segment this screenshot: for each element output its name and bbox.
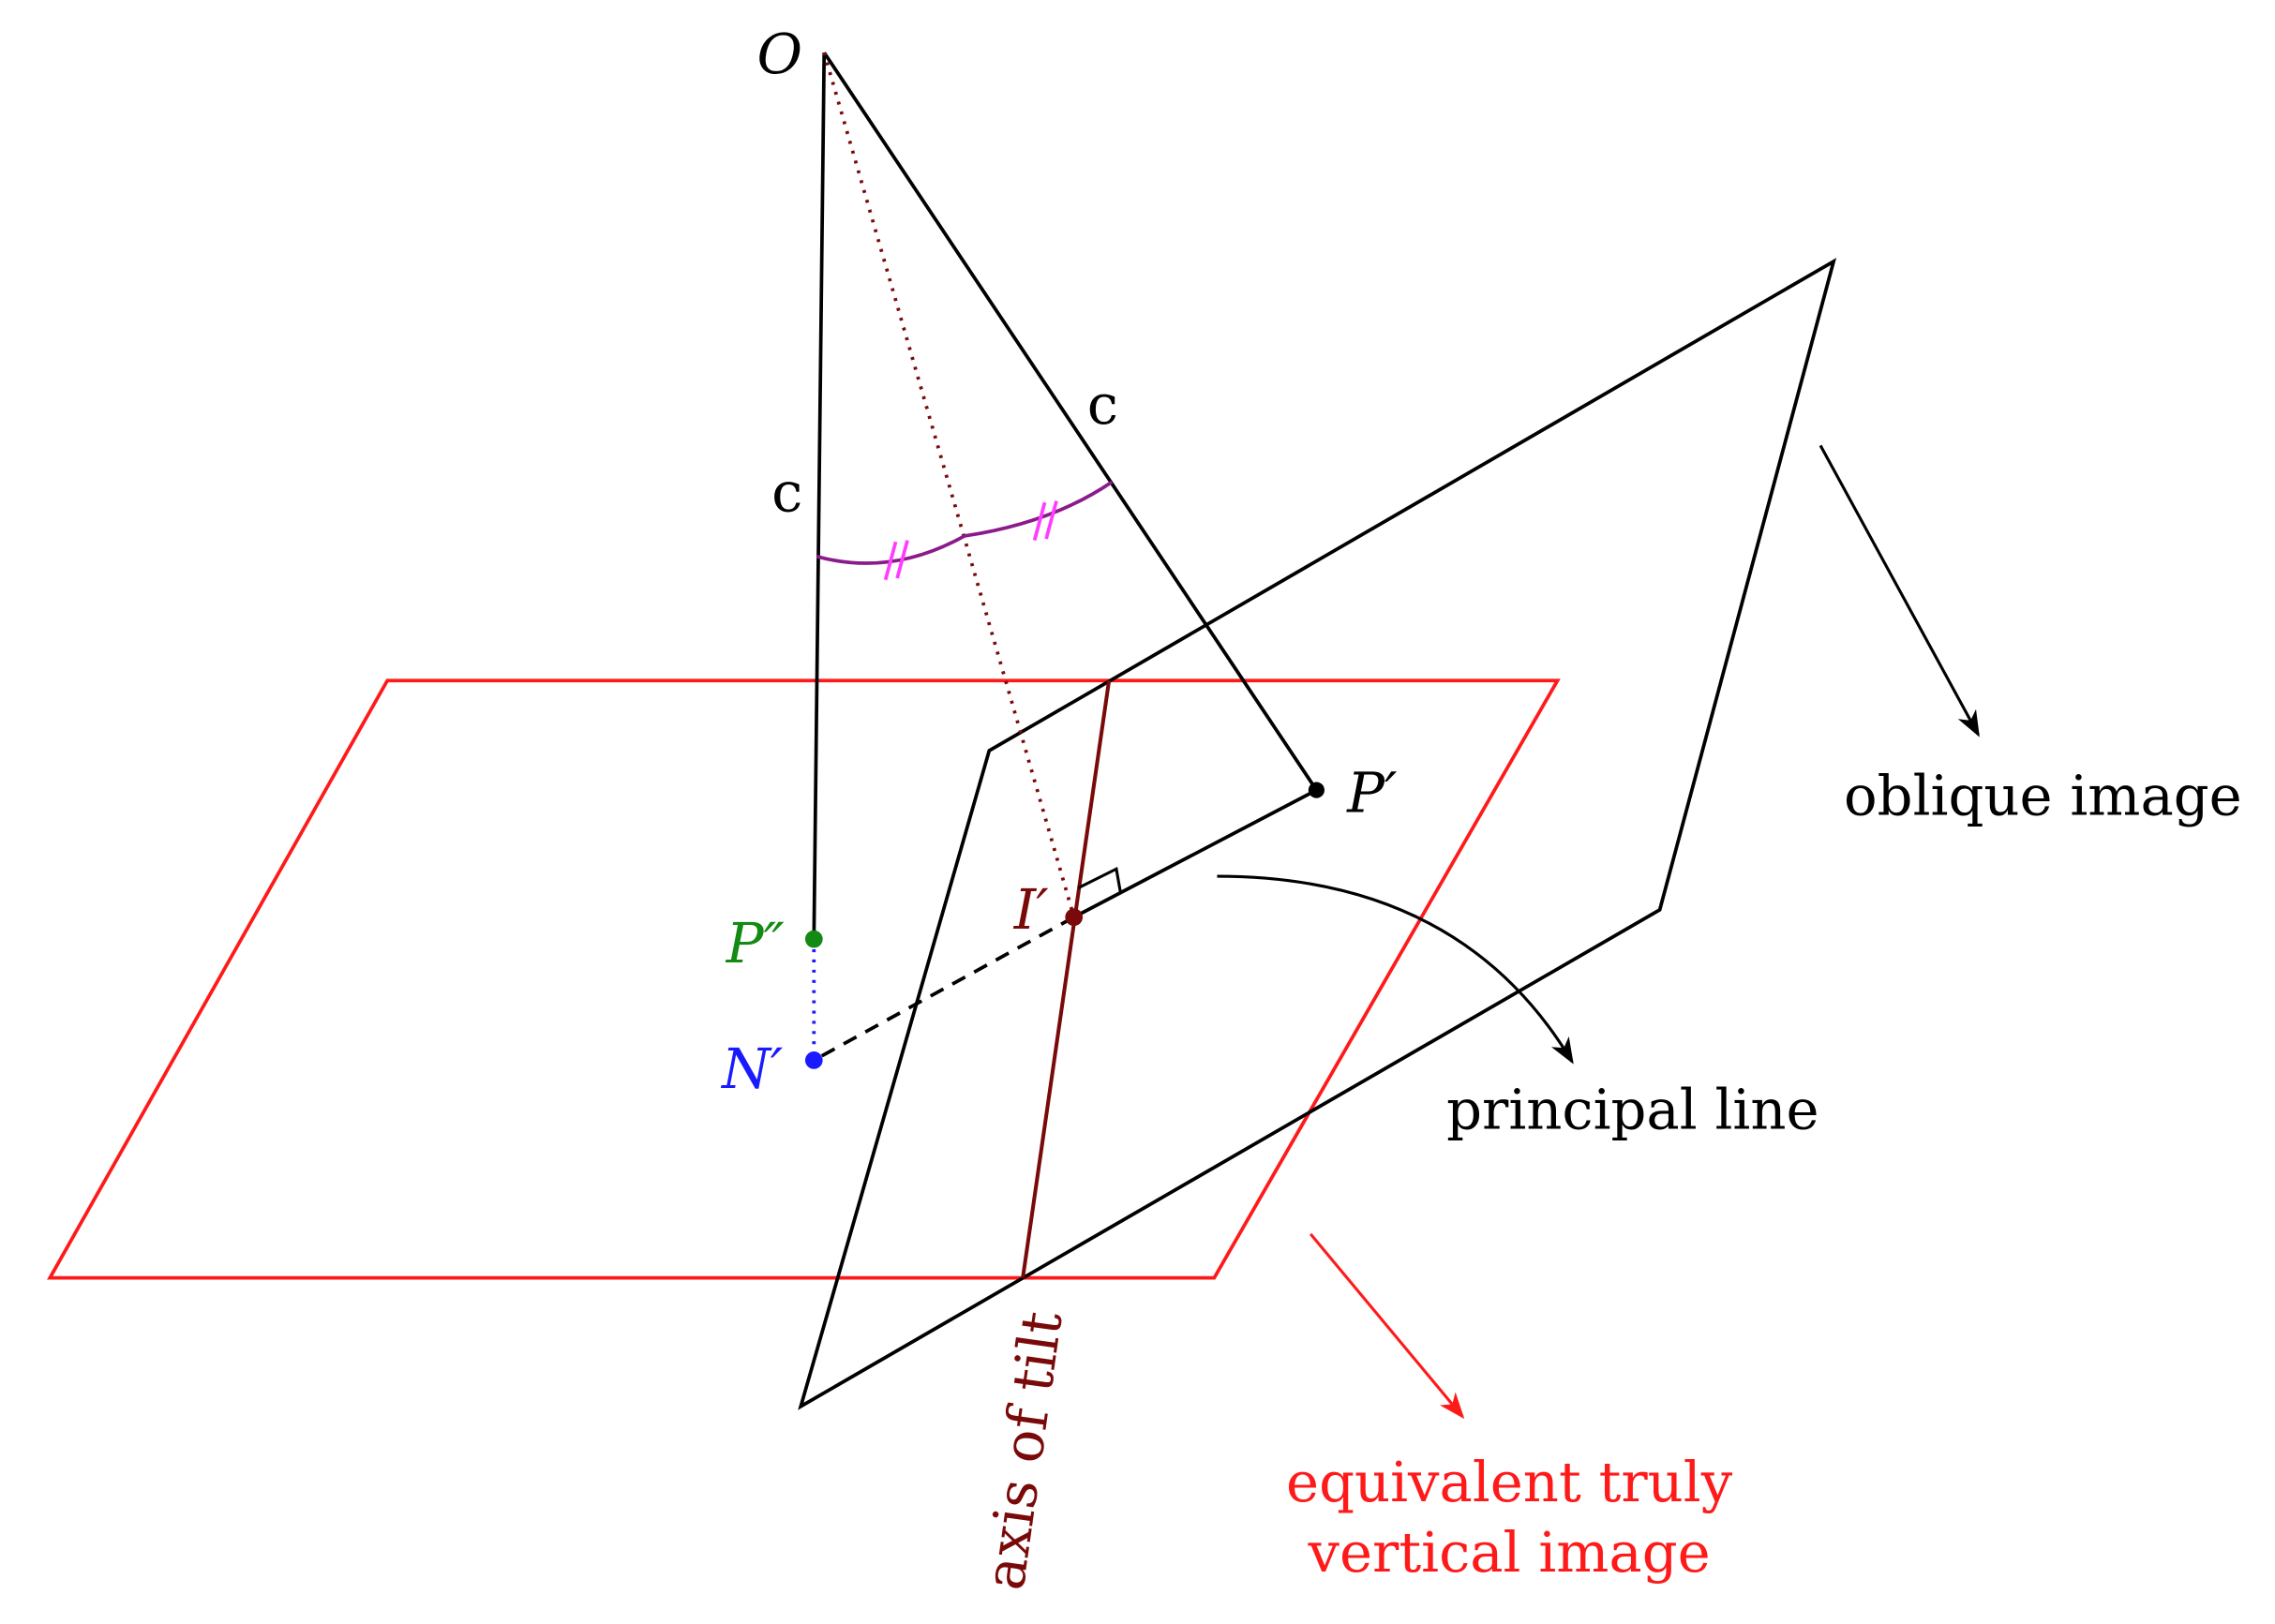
- right-angle-marker: [1077, 866, 1123, 895]
- point-p-double-prime: [804, 930, 823, 948]
- point-n-prime: [804, 1051, 823, 1069]
- ray-o-to-i-prime: [822, 52, 1076, 918]
- principal-line-arrow: [1217, 874, 1574, 1065]
- ray-o-to-p-prime: [822, 52, 1318, 792]
- label-oblique-image: oblique image: [1844, 764, 2242, 828]
- label-equivalent-line2: vertical image: [1308, 1520, 1711, 1585]
- vertical-image-plane: [47, 678, 1561, 1280]
- angle-arc-right: [964, 480, 1114, 538]
- label-c-left: c: [771, 459, 802, 524]
- label-n-prime: N′: [720, 1036, 784, 1101]
- principal-line-solid: [1072, 788, 1318, 919]
- axis-of-tilt-line: [1021, 679, 1112, 1278]
- point-i-prime: [1065, 908, 1084, 927]
- label-c-right: c: [1087, 372, 1118, 437]
- label-axis-of-tilt: axis of tilt: [972, 1307, 1075, 1594]
- point-p-prime: [1308, 782, 1325, 798]
- vertical-image-arrow: [1309, 1232, 1465, 1420]
- oblique-image-arrow: [1819, 444, 1980, 738]
- tick-marks-left: [883, 540, 909, 581]
- label-o: O: [757, 22, 803, 86]
- label-p-double-prime: P″: [726, 911, 785, 976]
- ray-o-to-p-double-prime: [812, 52, 827, 940]
- label-i-prime: I′: [1013, 877, 1049, 942]
- label-equivalent-line1: equivalent truly: [1286, 1450, 1733, 1514]
- oblique-image-plane: [798, 258, 1837, 1410]
- tick-marks-right: [1032, 500, 1058, 542]
- label-p-prime: P′: [1346, 761, 1398, 826]
- label-principal-line: principal line: [1446, 1078, 1819, 1142]
